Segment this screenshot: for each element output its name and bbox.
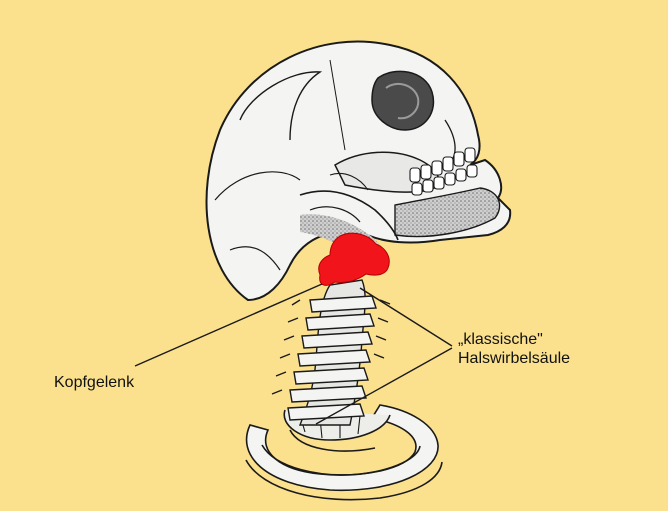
kopfgelenk-highlight (318, 232, 390, 286)
label-halswirbelsaeule-line1: „klassische" (458, 331, 543, 348)
label-kopfgelenk: Kopfgelenk (54, 374, 135, 391)
skull (205, 40, 512, 302)
label-halswirbelsaeule: „klassische" Halswirbelsäule (458, 330, 570, 368)
teeth (409, 147, 478, 196)
leader-line-kopfgelenk (134, 283, 323, 367)
leader-line-hws-upper (359, 287, 453, 347)
label-halswirbelsaeule-line2: Halswirbelsäule (458, 350, 571, 367)
leader-lines (134, 283, 453, 425)
leader-line-hws-lower (315, 347, 453, 425)
cervical-spine (271, 279, 391, 426)
